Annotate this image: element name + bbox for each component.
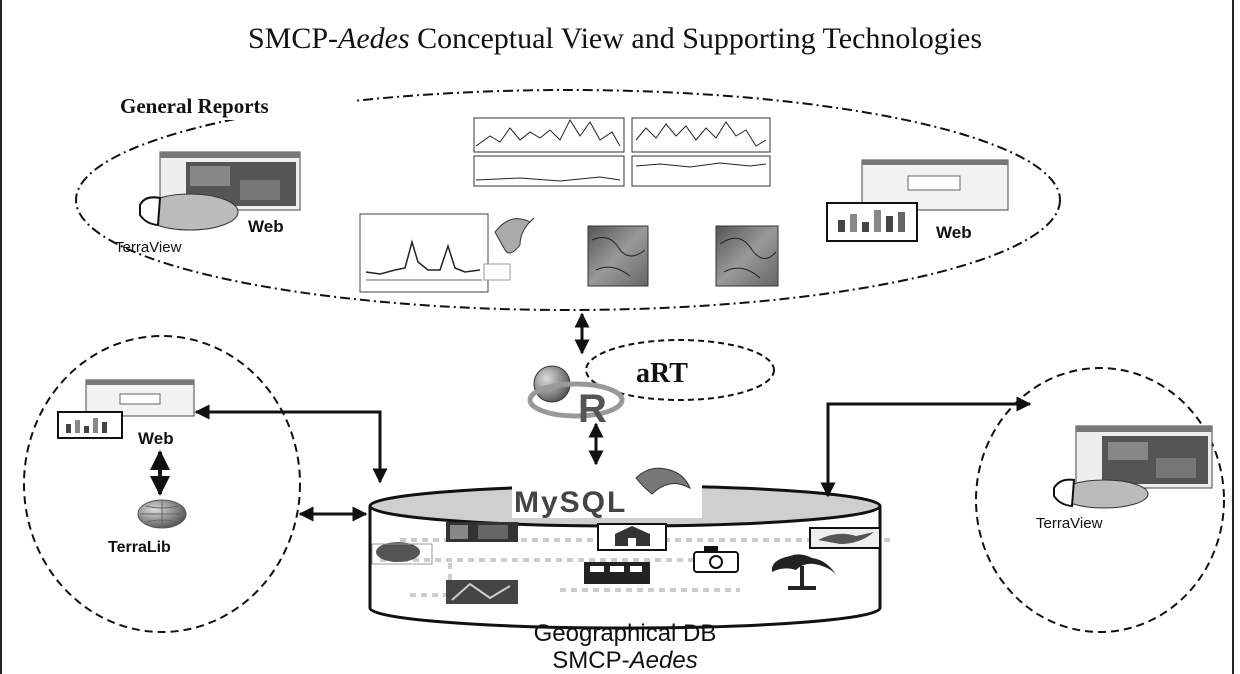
diagram-title: SMCP-Aedes Conceptual View and Supportin… bbox=[248, 22, 982, 55]
terralib-label: TerraLib bbox=[108, 539, 171, 556]
general-reports-label: General Reports bbox=[120, 94, 269, 118]
terraview-label-right: TerraView bbox=[1036, 515, 1103, 532]
r-label: R bbox=[578, 387, 607, 431]
art-ellipse bbox=[585, 339, 775, 401]
right-client-circle bbox=[975, 367, 1225, 633]
left-client-circle bbox=[23, 335, 301, 633]
web-label-top-left: Web bbox=[248, 217, 284, 236]
region-map-shape bbox=[494, 217, 535, 254]
bar-chart-icon bbox=[584, 562, 650, 584]
general-reports-ellipse bbox=[75, 89, 1061, 311]
web-to-db-connector bbox=[194, 404, 388, 484]
contour-lines-right bbox=[719, 237, 777, 279]
contour-map-left bbox=[587, 225, 649, 287]
contour-map-right bbox=[715, 225, 779, 287]
house-icon bbox=[597, 523, 667, 551]
time-series-plots bbox=[473, 117, 771, 187]
terraview-screenshot-top bbox=[139, 151, 301, 231]
web-label-left: Web bbox=[138, 429, 174, 448]
mysql-logo: MySQL bbox=[512, 467, 702, 519]
terralib-globe-icon bbox=[137, 499, 187, 529]
mysql-label: MySQL bbox=[514, 486, 627, 519]
art-label: aRT bbox=[636, 358, 688, 389]
web-label-top-right: Web bbox=[936, 223, 972, 242]
contour-lines-left bbox=[591, 237, 646, 277]
terraview-label-top: TerraView bbox=[115, 239, 182, 256]
general-reports-label-bg bbox=[114, 92, 354, 120]
db-label-line2: SMCP-Aedes bbox=[552, 647, 697, 674]
tree-icon bbox=[771, 554, 838, 590]
camera-icon bbox=[693, 546, 739, 573]
web-screenshot-top-right bbox=[826, 159, 1009, 242]
spike-line-chart bbox=[359, 213, 511, 293]
dolphin-icon bbox=[635, 467, 691, 495]
terraview-screenshot-right bbox=[1053, 425, 1213, 509]
db-label-line1: Geographical DB bbox=[534, 620, 717, 647]
r-globe-icon bbox=[527, 365, 625, 419]
bird-icon bbox=[809, 527, 881, 549]
db-to-terraview-connector bbox=[820, 396, 1032, 498]
db-thumbnails bbox=[371, 522, 518, 604]
web-screenshot-left bbox=[57, 379, 195, 439]
